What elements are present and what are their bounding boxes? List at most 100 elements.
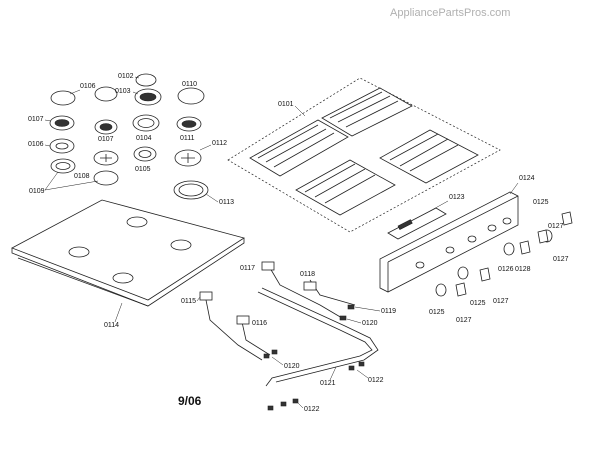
label-0107-center: 0107 bbox=[98, 136, 114, 143]
label-0128: 0128 bbox=[515, 266, 531, 273]
grate-dashed-outline bbox=[227, 77, 501, 233]
label-0120-a: 0120 bbox=[362, 320, 378, 327]
bezel-0125-2[interactable] bbox=[457, 266, 469, 280]
display-module-0123[interactable] bbox=[387, 207, 447, 240]
clip-0120-b-2[interactable] bbox=[271, 349, 278, 355]
label-0106-top: 0106 bbox=[80, 83, 96, 90]
cooktop-hole-2 bbox=[170, 239, 192, 251]
burner-base-0111-cross bbox=[181, 153, 195, 163]
label-0101: 0101 bbox=[278, 101, 294, 108]
burner-components bbox=[49, 73, 209, 200]
valve-0116[interactable] bbox=[236, 315, 250, 325]
clip-0122-b-3[interactable] bbox=[292, 398, 299, 404]
label-0125-a: 0125 bbox=[429, 309, 445, 316]
grate-back-right bbox=[321, 87, 413, 137]
label-0104: 0104 bbox=[136, 135, 152, 142]
label-0109: 0109 bbox=[29, 188, 45, 195]
grate-back-left bbox=[249, 119, 349, 177]
label-0122-b: 0122 bbox=[304, 406, 320, 413]
clip-0120-a[interactable] bbox=[339, 315, 347, 321]
label-0127-d: 0127 bbox=[548, 223, 564, 230]
panel-hole-1 bbox=[415, 261, 425, 269]
label-0107-left: 0107 bbox=[28, 116, 44, 123]
bezel-0126[interactable] bbox=[503, 242, 515, 256]
tube-0116 bbox=[241, 321, 271, 356]
label-0126: 0126 bbox=[498, 266, 514, 273]
bezel-0125-1[interactable] bbox=[435, 283, 447, 297]
burner-base-0108-center-cross bbox=[100, 154, 112, 162]
clip-0122-a-1[interactable] bbox=[348, 365, 355, 371]
gas-manifold bbox=[199, 261, 379, 411]
burner-head-0103-center bbox=[139, 92, 157, 102]
cooktop-hole-3 bbox=[68, 246, 90, 258]
label-0113: 0113 bbox=[219, 199, 234, 206]
panel-hole-3 bbox=[467, 235, 477, 243]
label-0106-left: 0106 bbox=[28, 141, 44, 148]
knob-0127-2[interactable] bbox=[479, 267, 491, 282]
burner-cap-0106-left[interactable] bbox=[50, 90, 76, 106]
valve-0118[interactable] bbox=[303, 281, 317, 291]
grates-0101[interactable] bbox=[227, 77, 501, 233]
label-0127-c: 0127 bbox=[553, 256, 569, 263]
valve-0115[interactable] bbox=[199, 291, 213, 301]
knob-0127-3[interactable] bbox=[537, 229, 549, 244]
burner-labels: 0102 0106 0103 0110 0107 0107 0104 0111 … bbox=[28, 73, 234, 206]
knob-0128[interactable] bbox=[519, 240, 531, 255]
label-0103: 0103 bbox=[115, 88, 131, 95]
label-0123: 0123 bbox=[449, 194, 465, 201]
label-0125-b: 0125 bbox=[470, 300, 486, 307]
knobs bbox=[435, 211, 573, 297]
label-0111: 0111 bbox=[180, 135, 195, 142]
valve-0117[interactable] bbox=[261, 261, 275, 271]
clip-0122-b-2[interactable] bbox=[280, 401, 287, 407]
panel-hole-5 bbox=[502, 217, 512, 225]
label-0116: 0116 bbox=[252, 320, 267, 327]
knob-0127-1[interactable] bbox=[455, 282, 467, 297]
burner-cap-0110[interactable] bbox=[177, 87, 205, 105]
date-code: 9/06 bbox=[178, 394, 202, 408]
burner-ring-0105[interactable] bbox=[133, 146, 157, 162]
knob-0127-4[interactable] bbox=[561, 211, 573, 226]
burner-base-0108-left[interactable] bbox=[49, 138, 75, 154]
control-panel-body bbox=[379, 191, 519, 293]
burner-base-0108-left-inner bbox=[55, 142, 69, 150]
label-0119: 0119 bbox=[381, 308, 396, 315]
control-panel-0124[interactable] bbox=[379, 191, 519, 293]
burner-base-0109-left-inner bbox=[55, 162, 71, 170]
burner-head-right-center bbox=[181, 120, 197, 128]
label-0112: 0112 bbox=[212, 140, 227, 147]
label-0108: 0108 bbox=[74, 173, 90, 180]
manifold-tube-0121[interactable] bbox=[257, 291, 373, 387]
grate-front-right-bars bbox=[389, 133, 459, 172]
manifold-tube-0121-inner bbox=[261, 287, 379, 383]
grate-front-right bbox=[379, 129, 479, 184]
label-0118: 0118 bbox=[300, 271, 315, 278]
burner-base-0109-left[interactable] bbox=[50, 158, 76, 174]
label-0117: 0117 bbox=[240, 265, 255, 272]
label-0121: 0121 bbox=[320, 380, 336, 387]
tube-0117 bbox=[269, 267, 343, 319]
clip-0119[interactable] bbox=[347, 304, 355, 310]
cooktop-0114[interactable] bbox=[11, 199, 245, 307]
label-0102: 0102 bbox=[118, 73, 134, 80]
clip-0120-b-1[interactable] bbox=[263, 353, 270, 359]
grate-front-left bbox=[295, 159, 396, 216]
tube-0118 bbox=[309, 279, 356, 306]
panel-hole-4 bbox=[487, 224, 497, 232]
burner-cap-0102[interactable] bbox=[135, 73, 157, 87]
clip-0122-b-1[interactable] bbox=[267, 405, 274, 411]
watermark: AppliancePartsPros.com bbox=[390, 7, 510, 19]
burner-ring-0104[interactable] bbox=[132, 114, 160, 132]
grate-back-left-bars bbox=[257, 124, 335, 168]
label-0105: 0105 bbox=[135, 166, 151, 173]
clip-0122-a-2[interactable] bbox=[358, 361, 365, 367]
burner-cap-0106-center[interactable] bbox=[94, 86, 118, 102]
burner-head-0107-center-center bbox=[99, 123, 113, 131]
cooktop-hole-4 bbox=[112, 272, 134, 284]
control-panel-edge bbox=[387, 195, 519, 292]
burner-ring-0105-inner bbox=[138, 150, 152, 158]
burner-ring-0108-center[interactable] bbox=[93, 170, 119, 186]
burner-ring-0104-inner bbox=[137, 118, 155, 128]
burner-ring-0113-inner bbox=[178, 183, 204, 197]
